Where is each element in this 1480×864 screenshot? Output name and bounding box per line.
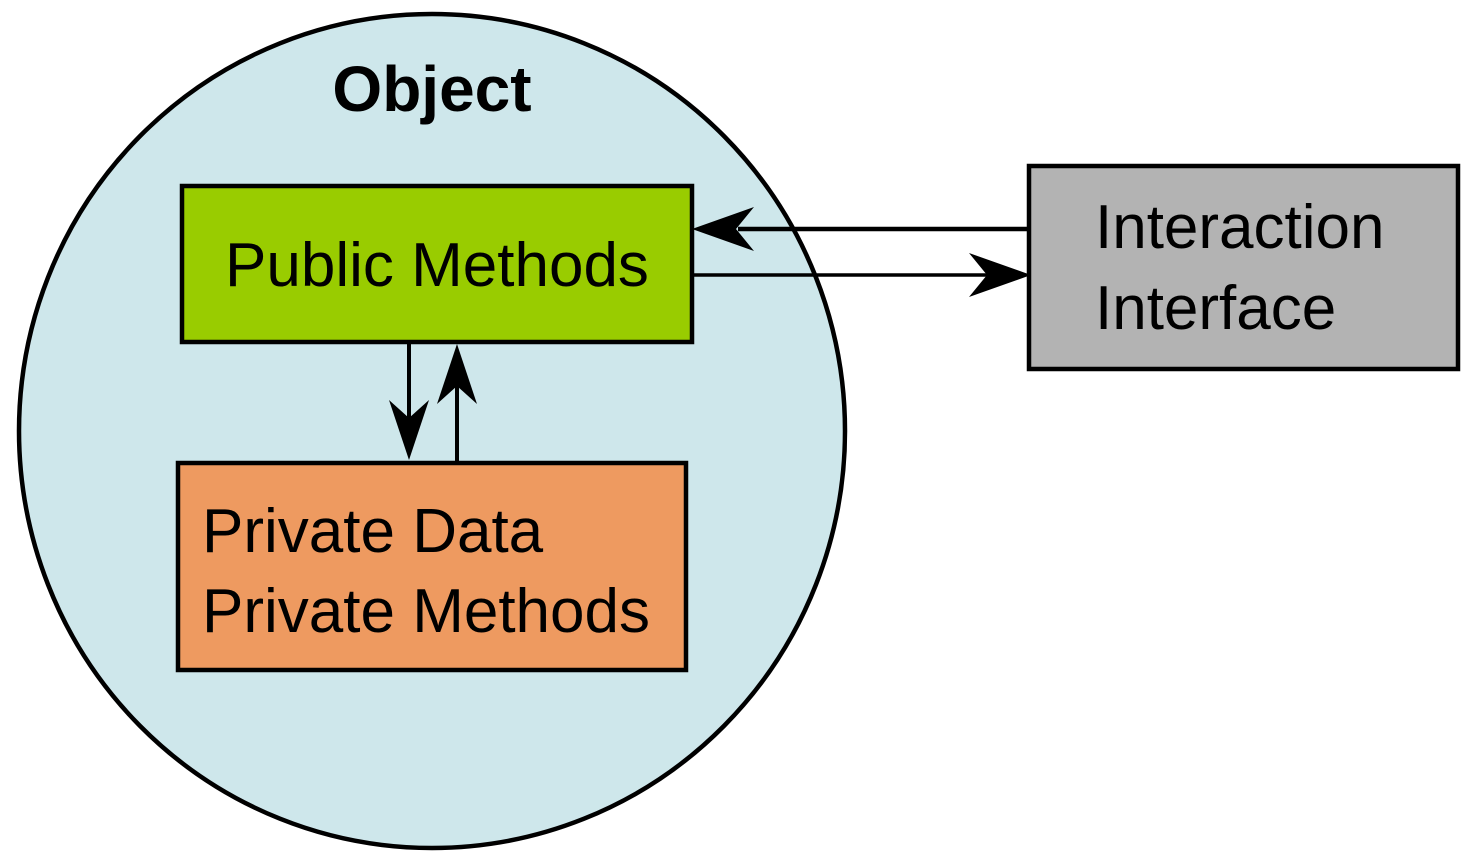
arrowhead-right-icon xyxy=(969,253,1031,297)
public-methods-box xyxy=(179,183,695,345)
arrowhead-left-icon xyxy=(692,207,754,251)
arrowhead-up-icon xyxy=(437,344,477,404)
private-data-methods-box xyxy=(175,460,689,673)
interaction-label-line2: Interface xyxy=(1095,274,1336,343)
private-methods-label: Private Methods xyxy=(202,577,650,646)
arrow-private-to-public xyxy=(437,344,477,461)
private-data-label: Private Data xyxy=(202,497,544,566)
object-label: Object xyxy=(332,53,531,125)
interaction-interface-box xyxy=(1026,163,1461,372)
interaction-label-line1: Interaction xyxy=(1095,193,1385,262)
arrow-public-methods-to-interface xyxy=(692,253,1031,297)
arrow-public-to-private xyxy=(389,343,429,460)
public-methods-label: Public Methods xyxy=(225,231,649,300)
object-circle xyxy=(16,11,848,851)
arrowhead-down-icon xyxy=(389,400,429,460)
arrow-interface-to-public-methods xyxy=(692,207,1029,251)
